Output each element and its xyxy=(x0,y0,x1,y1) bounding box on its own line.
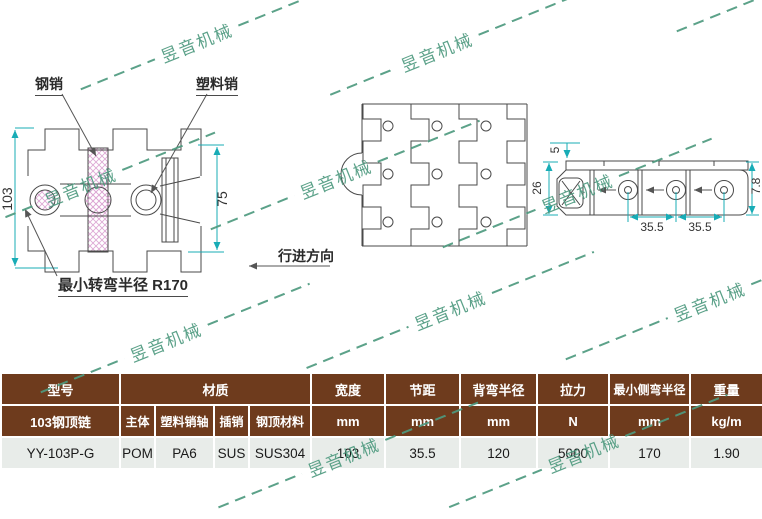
subcol-plastic-pin-shaft: 塑料销轴 xyxy=(154,404,215,438)
dim-7-8: 7.8 xyxy=(749,177,762,195)
val-min-side-bend-radius: 170 xyxy=(608,436,692,470)
plastic-pin-label: 塑料销 xyxy=(196,74,238,96)
min-turn-radius-label: 最小转弯半径 R170 xyxy=(58,274,189,297)
travel-direction-label: 行进方向 xyxy=(278,248,334,264)
dim-5: 5 xyxy=(548,146,562,154)
plastic-pin-hinge xyxy=(130,184,162,216)
val-back-bend-radius: 120 xyxy=(459,436,539,470)
pin-ball xyxy=(84,186,112,214)
steel-pin-hinge xyxy=(29,184,61,216)
col-pitch: 节距 xyxy=(384,372,462,406)
dimension-lines xyxy=(11,127,759,269)
val-weight: 1.90 xyxy=(689,436,762,470)
unit-width: mm xyxy=(310,404,387,438)
subcol-body: 主体 xyxy=(119,404,156,438)
dim-pitch-left: 35.5 xyxy=(640,220,664,234)
unit-pull: N xyxy=(536,404,611,438)
subcol-pin: 插销 xyxy=(213,404,250,438)
side-tab-arc xyxy=(340,152,363,196)
val-plastic-pin-shaft: PA6 xyxy=(154,436,215,470)
col-material: 材质 xyxy=(118,372,313,406)
dim-26: 26 xyxy=(530,181,544,195)
dim-75: 75 xyxy=(214,191,230,207)
steel-pin-label: 钢销 xyxy=(35,74,63,96)
col-back-bend-radius: 背弯半径 xyxy=(459,372,539,406)
plate-teeth-bottom xyxy=(27,226,202,273)
subcol-steel-top-material: 钢顶材料 xyxy=(247,404,313,438)
end-cap xyxy=(558,177,584,209)
dim-103: 103 xyxy=(0,187,15,211)
col-pull-force: 拉力 xyxy=(536,372,611,406)
table-data-row: YY-103P-G POM PA6 SUS SUS304 103 35.5 12… xyxy=(0,436,762,470)
val-pull-force: 5000 xyxy=(536,436,611,470)
leader-lines xyxy=(24,93,330,277)
section-view-drawing xyxy=(27,128,202,273)
dim-pitch-right: 35.5 xyxy=(688,220,712,234)
catalog-page: { "watermark": { "text": "昱音机械", "color"… xyxy=(0,0,762,508)
subcol-chain-name: 103钢顶链 xyxy=(0,404,121,438)
annotation-labels: 钢销 塑料销 103 75 最小转弯半径 R170 行进方向 5 26 7.8 … xyxy=(0,74,762,297)
table-header-row-1: 型号 材质 宽度 节距 背弯半径 拉力 最小侧弯半径 重量 xyxy=(0,372,762,406)
col-width: 宽度 xyxy=(310,372,387,406)
